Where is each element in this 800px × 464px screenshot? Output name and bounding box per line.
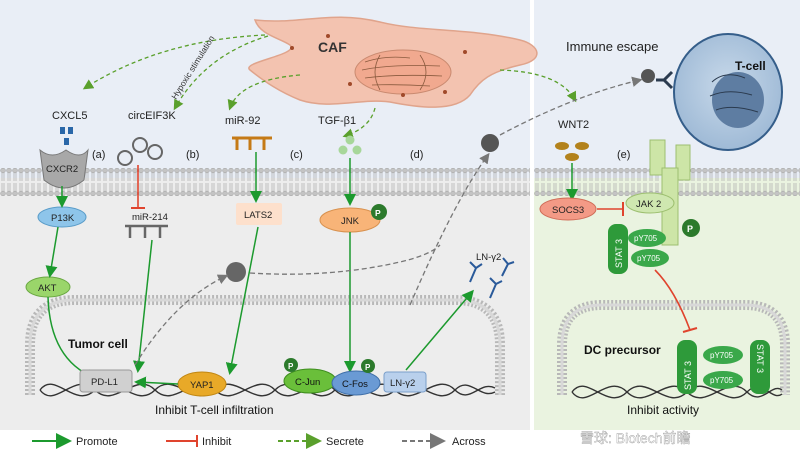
ln-y2-top-label: LN-γ2	[476, 252, 501, 263]
py705-node-1	[628, 229, 666, 247]
jak2-label: JAK 2	[636, 199, 661, 210]
stat3-label: STAT 3	[614, 239, 624, 268]
panel-d: (d)	[410, 149, 423, 161]
lats2-label: LATS2	[244, 210, 272, 221]
lats2-node	[236, 203, 282, 225]
panel-e: (e)	[617, 149, 630, 161]
cxcr2-receptor	[39, 148, 89, 189]
across-arrow-to-tcell	[499, 76, 643, 136]
tgfb1-molecules	[338, 135, 362, 155]
secrete-arrow-cxcl5	[82, 34, 266, 90]
secrete-arrow-wnt2	[499, 69, 577, 103]
wnt2-molecules	[555, 142, 589, 161]
caf-cell	[248, 16, 538, 108]
py705-label-2: pY705	[637, 254, 661, 263]
t-cell-label: T-cell	[735, 59, 766, 73]
exosome-mid	[226, 262, 246, 282]
pdl1-node	[79, 369, 133, 393]
mir214-shape	[125, 224, 168, 238]
yap1-label: YAP1	[190, 380, 214, 391]
circeif3k-label: circEIF3K	[128, 110, 176, 122]
t-cell	[673, 33, 783, 151]
inhibit-t-cell-label: Inhibit T-cell infiltration	[155, 403, 274, 417]
stat3-dimer-left-label: STAT 3	[683, 361, 693, 390]
ln-y2-label: LN-γ2	[390, 378, 415, 389]
stat3-dimer-right-label: STAT 3	[755, 344, 765, 373]
circeif3k-circles	[117, 137, 163, 166]
panel-c: (c)	[290, 149, 303, 161]
wnt2-label: WNT2	[558, 119, 589, 131]
akt-label: AKT	[38, 283, 57, 294]
legend-secrete: Secrete	[326, 436, 364, 448]
pdl1-label: PD-L1	[91, 377, 118, 388]
cfos-p-label: P	[365, 363, 371, 372]
cfos-node	[331, 370, 381, 396]
inhibit-activity-label: Inhibit activity	[627, 403, 699, 417]
dc-precursor-label: DC precursor	[584, 343, 661, 357]
py705-label-1: pY705	[634, 234, 658, 243]
jnk-p-label: P	[375, 208, 381, 218]
jnk-phospho	[371, 204, 387, 220]
legend-inhibit: Inhibit	[202, 436, 231, 448]
mir214-label: miR-214	[132, 212, 168, 223]
hypoxic-arrow	[173, 35, 269, 111]
across-arrow-pdl1	[134, 274, 229, 366]
cjun-phospho	[284, 358, 298, 372]
cxcl5-label: CXCL5	[52, 110, 87, 122]
ln-y2-node	[383, 371, 427, 393]
socs3-node	[539, 197, 597, 221]
panel-b: (b)	[186, 149, 199, 161]
cxcl5-molecules	[60, 127, 73, 145]
mir92-label: miR-92	[225, 115, 260, 127]
cjun-label: C-Jun	[295, 377, 320, 388]
socs3-label: SOCS3	[552, 205, 584, 216]
stat3-p-label: P	[687, 224, 693, 234]
ln-y2-molecules	[469, 257, 515, 299]
py705-node-2	[631, 249, 669, 267]
panel-a: (a)	[92, 149, 105, 161]
tumor-cell-label: Tumor cell	[68, 337, 128, 351]
py705-dimer-label-1: pY705	[710, 351, 734, 360]
tgfb1-label: TGF-β1	[318, 115, 356, 127]
stat3-phospho	[682, 219, 700, 237]
inhibit-stat3-dc	[654, 269, 691, 331]
mir92-shape	[232, 136, 272, 150]
legend-promote: Promote	[76, 436, 118, 448]
cfos-phospho	[361, 359, 375, 373]
cjun-p-label: P	[288, 362, 294, 371]
cxcr2-label: CXCR2	[46, 164, 78, 175]
caf-label: CAF	[318, 39, 347, 55]
secrete-arrow-tgfb	[342, 107, 376, 139]
jnk-label: JNK	[341, 216, 360, 227]
legend: Promote Inhibit Secrete Across	[32, 433, 486, 449]
tumor-membrane	[0, 168, 530, 196]
immune-escape-label: Immune escape	[566, 39, 659, 54]
jak2-node	[625, 192, 675, 214]
p13k-label: P13K	[51, 213, 75, 224]
cfos-label: C-Fos	[342, 379, 368, 390]
py705-dimer-label-2: pY705	[710, 376, 734, 385]
across-arrow-exosome	[409, 152, 490, 306]
exosome-top	[481, 134, 499, 152]
watermark: 雪球: Biotech前瞻	[580, 430, 690, 446]
stat3-dimer	[677, 340, 770, 394]
pdl1-receptor-on-tcell	[641, 69, 674, 90]
legend-across: Across	[452, 436, 486, 448]
